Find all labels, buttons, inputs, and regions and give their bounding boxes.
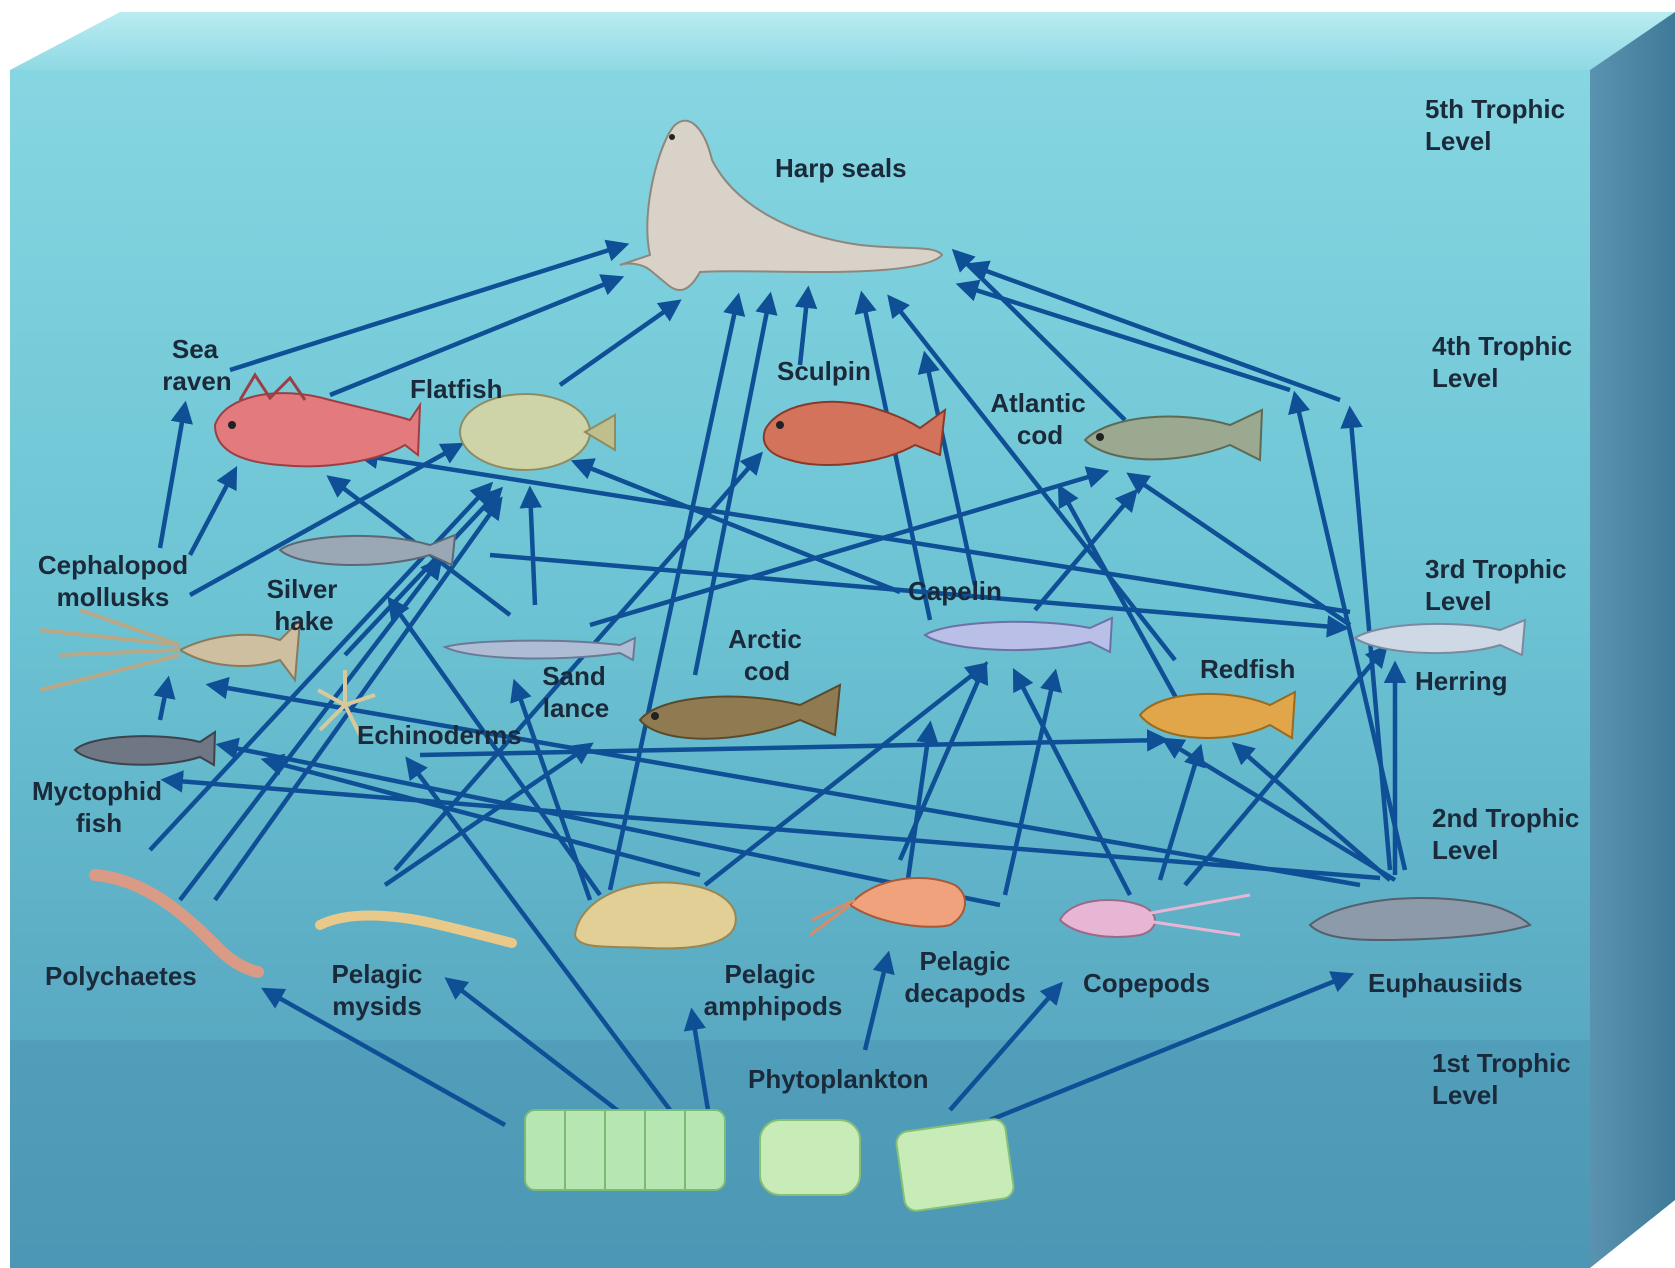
flatfish-label: Flatfish bbox=[410, 374, 502, 404]
trophic-level-5-line1: 5th Trophic bbox=[1425, 94, 1565, 124]
silver-hake-label-line2: hake bbox=[274, 606, 333, 636]
sand-lance-label-line1: Sand bbox=[542, 661, 606, 691]
euphausiids-label: Euphausiids bbox=[1368, 968, 1523, 998]
silver-hake-label-line1: Silver bbox=[267, 574, 338, 604]
sand-lance-label-line2: lance bbox=[543, 693, 610, 723]
pelagic-amphipods-label-line1: Pelagic bbox=[724, 959, 815, 989]
phytoplankton-cell-icon bbox=[760, 1120, 860, 1195]
sculpin-label: Sculpin bbox=[777, 356, 871, 386]
sea-raven-label-line1: Sea bbox=[172, 334, 219, 364]
trophic-level-3-line2: Level bbox=[1425, 586, 1492, 616]
trophic-level-5-line2: Level bbox=[1425, 126, 1492, 156]
copepods-label: Copepods bbox=[1083, 968, 1210, 998]
trophic-level-2-line2: Level bbox=[1432, 835, 1499, 865]
herring-label: Herring bbox=[1415, 666, 1507, 696]
atlantic-cod-label-line2: cod bbox=[1017, 420, 1063, 450]
trophic-level-3-line1: 3rd Trophic bbox=[1425, 554, 1567, 584]
atlantic-cod-label-line1: Atlantic bbox=[990, 388, 1085, 418]
sea-raven-label-line2: raven bbox=[162, 366, 231, 396]
water-side bbox=[1590, 12, 1675, 1268]
trophic-level-4-line2: Level bbox=[1432, 363, 1499, 393]
trophic-level-2-line1: 2nd Trophic bbox=[1432, 803, 1579, 833]
trophic-level-1-line1: 1st Trophic bbox=[1432, 1048, 1571, 1078]
pelagic-decapods-label-line2: decapods bbox=[904, 978, 1025, 1008]
pelagic-amphipods-label-line2: amphipods bbox=[704, 991, 843, 1021]
cephalopod-label-line1: Cephalopod bbox=[38, 550, 188, 580]
arctic-cod-label-line1: Arctic bbox=[728, 624, 802, 654]
harp-seals-label: Harp seals bbox=[775, 153, 907, 183]
polychaetes-label: Polychaetes bbox=[45, 961, 197, 991]
echinoderms-label: Echinoderms bbox=[357, 720, 522, 750]
myctophid-label-line1: Myctophid bbox=[32, 776, 162, 806]
pelagic-mysids-label-line1: Pelagic bbox=[331, 959, 422, 989]
pelagic-mysids-label-line2: mysids bbox=[332, 991, 422, 1021]
phytoplankton-chain-icon bbox=[525, 1110, 725, 1190]
trophic-level-1-line2: Level bbox=[1432, 1080, 1499, 1110]
water-surface bbox=[10, 12, 1675, 70]
capelin-label: Capelin bbox=[908, 576, 1002, 606]
trophic-level-4-line1: 4th Trophic bbox=[1432, 331, 1572, 361]
redfish-label: Redfish bbox=[1200, 654, 1295, 684]
myctophid-label-line2: fish bbox=[76, 808, 122, 838]
phytoplankton-label: Phytoplankton bbox=[748, 1064, 929, 1094]
phytoplankton-flagellate-icon bbox=[895, 1118, 1015, 1213]
pelagic-decapods-label-line1: Pelagic bbox=[919, 946, 1010, 976]
cephalopod-label-line2: mollusks bbox=[57, 582, 170, 612]
arctic-cod-label-line2: cod bbox=[744, 656, 790, 686]
